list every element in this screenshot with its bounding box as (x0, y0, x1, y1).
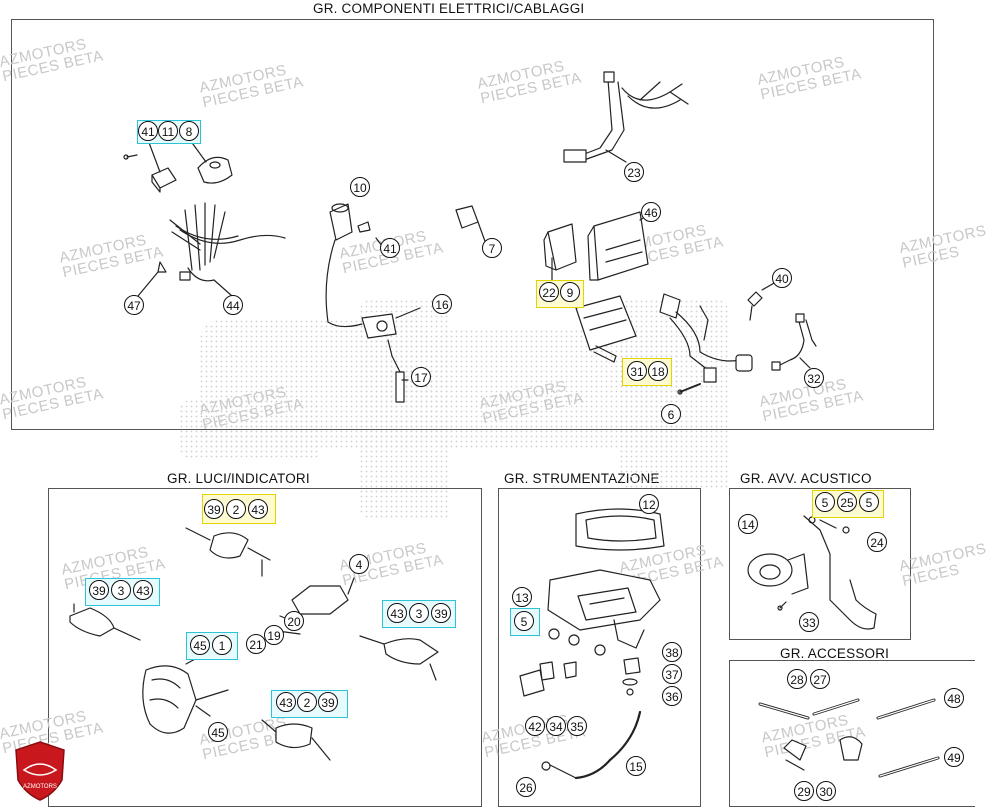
electrical-title: GR. COMPONENTI ELETTRICI/CABLAGGI (313, 1, 585, 16)
part-callout[interactable]: 24 (867, 532, 887, 552)
part-callout[interactable]: 30 (816, 781, 836, 801)
part-callout[interactable]: 35 (567, 716, 587, 736)
part-callout[interactable]: 2 (297, 692, 317, 712)
part-callout[interactable]: 5 (815, 492, 835, 512)
part-callout[interactable]: 44 (223, 295, 243, 315)
instruments-panel (498, 488, 701, 807)
part-callout[interactable]: 47 (124, 295, 144, 315)
part-callout[interactable]: 8 (179, 121, 199, 141)
part-callout[interactable]: 5 (859, 492, 879, 512)
part-callout[interactable]: 49 (944, 747, 964, 767)
horn-panel (729, 488, 911, 640)
part-callout[interactable]: 33 (799, 612, 819, 632)
part-callout[interactable]: 15 (626, 756, 646, 776)
part-callout[interactable]: 3 (111, 580, 131, 600)
part-callout[interactable]: 39 (204, 499, 224, 519)
part-callout[interactable]: 43 (248, 499, 268, 519)
lights-title: GR. LUCI/INDICATORI (167, 471, 310, 486)
part-callout[interactable]: 45 (208, 722, 228, 742)
part-callout[interactable]: 13 (512, 587, 532, 607)
logo-text: AZMOTORS (23, 784, 57, 790)
dotted-background-mark (180, 300, 730, 520)
azmotors-logo: AZMOTORS (15, 741, 65, 801)
part-callout[interactable]: 27 (810, 669, 830, 689)
part-callout[interactable]: 25 (837, 492, 857, 512)
part-callout[interactable]: 6 (661, 404, 681, 424)
horn-title: GR. AVV. ACUSTICO (740, 471, 872, 486)
part-callout[interactable]: 20 (284, 611, 304, 631)
part-callout[interactable]: 26 (516, 777, 536, 797)
part-callout[interactable]: 31 (627, 361, 647, 381)
part-callout[interactable]: 36 (662, 686, 682, 706)
part-callout[interactable]: 38 (662, 642, 682, 662)
part-callout[interactable]: 2 (226, 499, 246, 519)
part-callout[interactable]: 40 (772, 268, 792, 288)
part-callout[interactable]: 29 (794, 781, 814, 801)
part-callout[interactable]: 16 (432, 294, 452, 314)
part-callout[interactable]: 22 (539, 282, 559, 302)
part-callout[interactable]: 39 (431, 603, 451, 623)
part-callout[interactable]: 32 (804, 368, 824, 388)
accessories-panel (729, 660, 975, 807)
part-callout[interactable]: 39 (89, 580, 109, 600)
part-callout[interactable]: 3 (409, 603, 429, 623)
part-callout[interactable]: 19 (264, 625, 284, 645)
part-callout[interactable]: 41 (380, 238, 400, 258)
part-callout[interactable]: 9 (560, 282, 580, 302)
part-callout[interactable]: 4 (349, 554, 369, 574)
part-callout[interactable]: 1 (212, 635, 232, 655)
part-callout[interactable]: 28 (787, 669, 807, 689)
part-callout[interactable]: 43 (276, 692, 296, 712)
part-callout[interactable]: 21 (246, 634, 266, 654)
part-callout[interactable]: 5 (514, 611, 534, 631)
part-callout[interactable]: 46 (641, 202, 661, 222)
part-callout[interactable]: 43 (387, 603, 407, 623)
part-callout[interactable]: 45 (190, 635, 210, 655)
part-callout[interactable]: 42 (525, 716, 545, 736)
part-callout[interactable]: 43 (133, 580, 153, 600)
part-callout[interactable]: 23 (624, 162, 644, 182)
part-callout[interactable]: 39 (318, 692, 338, 712)
part-callout[interactable]: 41 (138, 121, 158, 141)
part-callout[interactable]: 34 (546, 716, 566, 736)
part-callout[interactable]: 17 (411, 367, 431, 387)
part-callout[interactable]: 14 (738, 514, 758, 534)
part-callout[interactable]: 18 (648, 361, 668, 381)
accessories-title: GR. ACCESSORI (780, 646, 890, 661)
part-callout[interactable]: 12 (639, 494, 659, 514)
part-callout[interactable]: 48 (944, 688, 964, 708)
part-callout[interactable]: 7 (482, 238, 502, 258)
part-callout[interactable]: 10 (350, 177, 370, 197)
part-callout[interactable]: 37 (662, 664, 682, 684)
lights-panel (48, 488, 482, 807)
part-callout[interactable]: 11 (158, 121, 178, 141)
